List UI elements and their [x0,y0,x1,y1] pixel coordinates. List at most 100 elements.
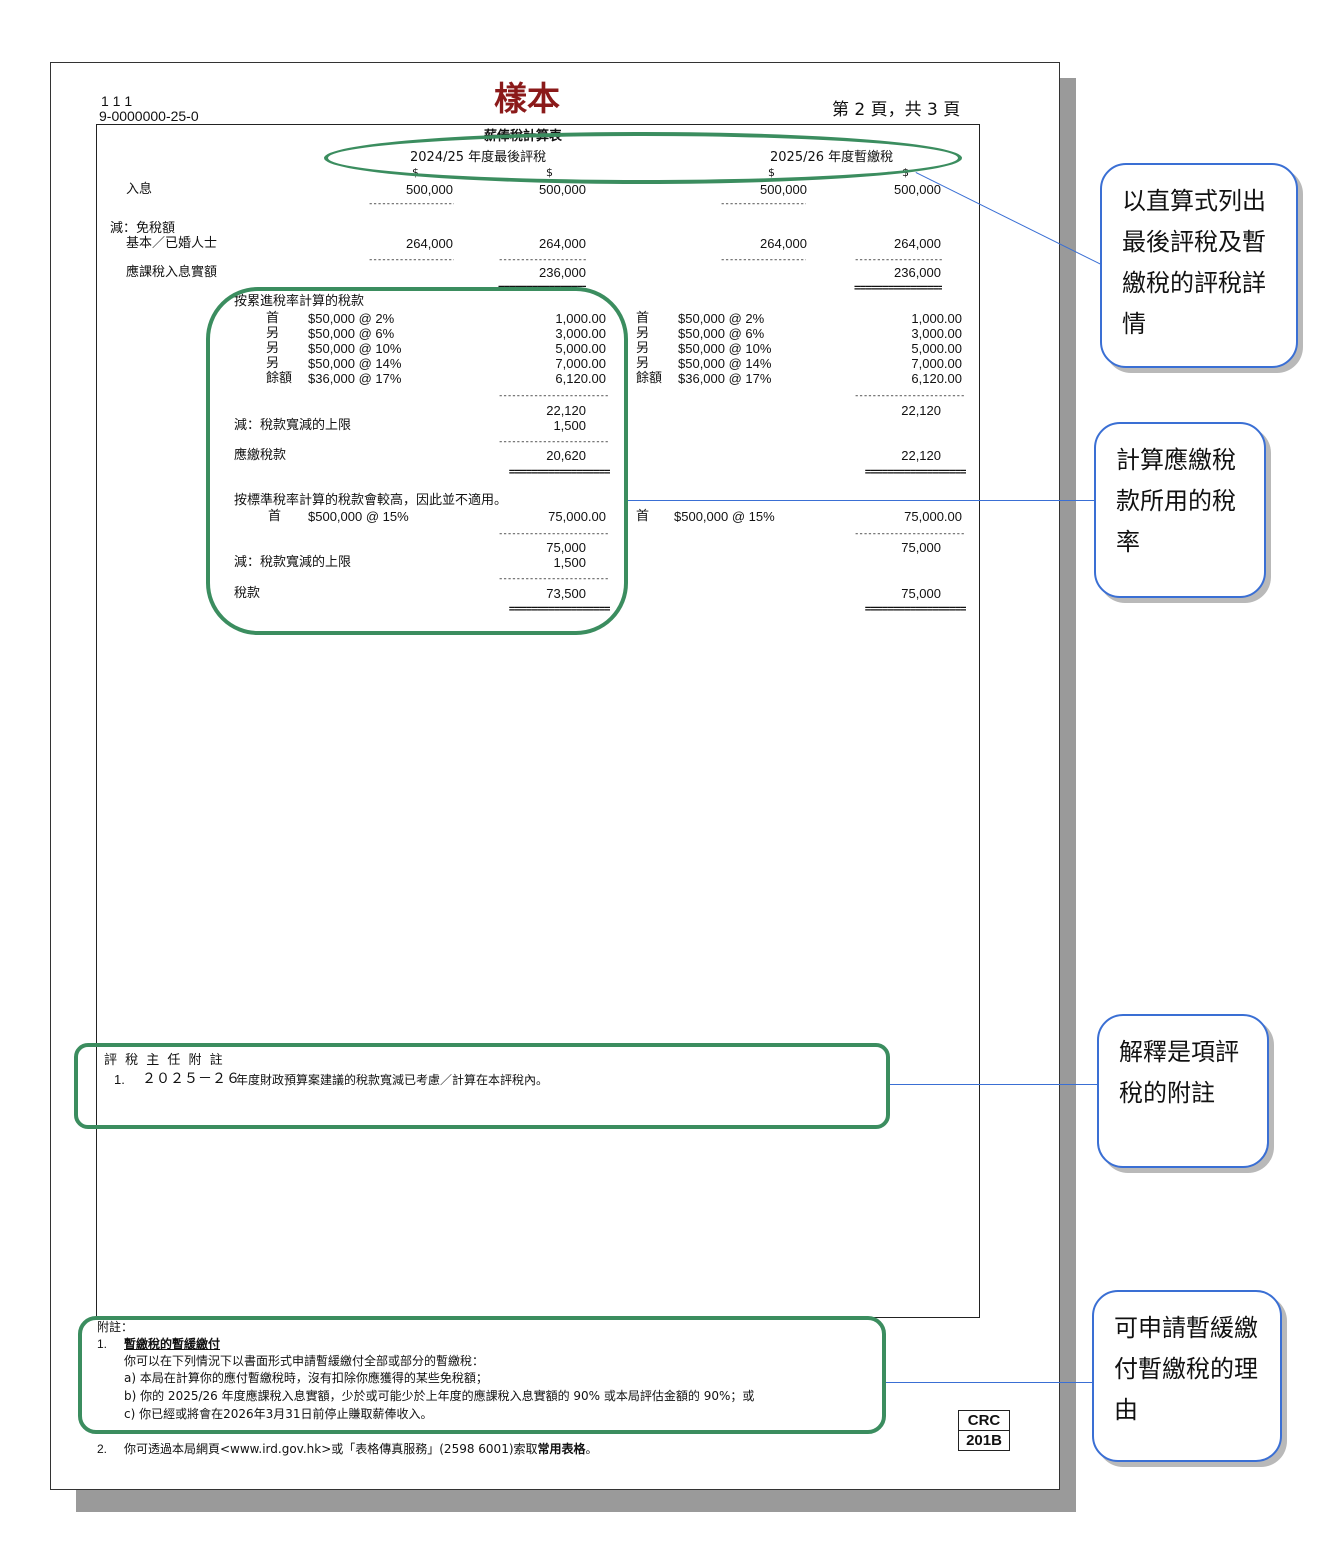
sample-watermark: 樣本 [494,79,560,118]
total-rule: ================ [854,283,942,293]
callout-tax-rates: 計算應繳稅款所用的稅率 [1094,422,1266,598]
tax-payable-label: 應繳稅款 [234,448,287,463]
tax-payable-value: 22,120 [901,448,941,463]
std-rate: $500,000 @ 15% [308,509,409,524]
band-lead: 首 [636,311,650,326]
allowance-value: 264,000 [406,236,453,251]
form-code-stamp: CRC 201B [958,1410,1010,1451]
note-number: 1. [97,1337,108,1351]
note-item-c: c) 你已經或將會在2026年3月31日前停止賺取薪俸收入。 [124,1407,433,1421]
income-label: 入息 [126,182,153,197]
remark-text: 年度財政預算案建議的稅款寬減已考慮／計算在本評稅內。 [236,1073,549,1087]
highlight-holdover-note [78,1316,886,1434]
less-reduction-label: 減：稅款寬減的上限 [234,555,352,570]
band-lead: 餘額 [266,371,293,386]
band-rate: $36,000 @ 17% [308,371,402,386]
std-amount: 75,000.00 [904,509,962,524]
progressive-heading: 按累進稅率計算的稅款 [234,294,365,309]
note-forms-text: 你可透過本局網頁<www.ird.gov.hk>或「表格傳真服務」(2598 6… [124,1442,538,1456]
band-amount: 3,000.00 [911,326,962,341]
std-lead: 首 [268,509,282,524]
reduction-value: 1,500 [553,418,586,433]
std-subtotal: 75,000 [901,540,941,555]
note-forms-end: 。 [585,1442,598,1456]
remark-year: ２０２５－２６ [142,1071,240,1087]
stamp-line-2: 201B [959,1430,1009,1450]
band-rate: $36,000 @ 17% [678,371,772,386]
tax-value: 75,000 [901,586,941,601]
band-rate: $50,000 @ 2% [308,311,395,326]
income-value: 500,000 [406,182,453,197]
remark-number: 1. [114,1072,125,1087]
net-chargeable-value: 236,000 [894,265,941,280]
band-amount: 7,000.00 [911,356,962,371]
band-amount: 7,000.00 [555,356,606,371]
callout-holdover-reasons: 可申請暫緩繳付暫繳稅的理由 [1092,1290,1282,1462]
note-number: 2. [97,1442,108,1456]
band-amount: 5,000.00 [555,341,606,356]
total-rule: ================== [864,604,966,614]
notes-title: 附註： [97,1320,134,1334]
progressive-total: 22,120 [901,403,941,418]
connector-line [886,1382,1094,1384]
band-lead: 首 [266,311,280,326]
total-rule: ================== [508,467,610,477]
subtotal-rule: -------------------------------------- [498,438,610,446]
band-amount: 1,000.00 [911,311,962,326]
tax-payable-value: 20,620 [546,448,586,463]
band-lead: 餘額 [636,371,663,386]
note-item-a: a) 本局在計算你的應付暫繳稅時，沒有扣除你應獲得的某些免稅額； [124,1371,488,1385]
total-rule: ================== [508,604,610,614]
band-lead: 另 [636,356,650,371]
subtotal-rule: -------------------------------------- [498,530,610,538]
form-code: 1 1 1 [101,93,133,109]
note-item-b: b) 你的 2025/26 年度應課稅入息實額，少於或可能少於上年度的應課稅入息… [124,1389,755,1403]
page-number: 第 2 頁，共 3 頁 [832,100,961,120]
subtotal-rule: ------------------------------ [720,200,806,208]
connector-line [628,500,1094,502]
note-forms: 你可透過本局網頁<www.ird.gov.hk>或「表格傳真服務」(2598 6… [124,1442,598,1456]
band-lead: 另 [266,356,280,371]
note-intro: 你可以在下列情況下以書面形式申請暫緩繳付全部或部分的暫繳稅： [124,1354,485,1368]
band-rate: $50,000 @ 6% [678,326,765,341]
highlight-tax-rates [206,287,628,635]
band-lead: 另 [636,326,650,341]
std-rate: $500,000 @ 15% [674,509,775,524]
subtotal-rule: -------------------------------------- [498,575,610,583]
band-amount: 6,120.00 [555,371,606,386]
subtotal-rule: ------------------------------ [720,256,806,264]
standard-rate-note: 按標準稅率計算的稅款會較高，因此並不適用。 [234,493,508,508]
subtotal-rule: ------------------------------ [368,256,454,264]
subtotal-rule: ------------------------------ [368,200,454,208]
less-allowances-label: 減：免稅額 [110,221,176,236]
band-rate: $50,000 @ 6% [308,326,395,341]
band-rate: $50,000 @ 10% [308,341,402,356]
highlight-remarks [74,1043,890,1129]
income-value: 500,000 [894,182,941,197]
remarks-title: 評 稅 主 任 附 註 [104,1053,225,1068]
subtotal-rule: -------------------------------------- [854,392,966,400]
basic-married-label: 基本／已婚人士 [126,236,218,251]
band-lead: 另 [266,326,280,341]
income-value: 500,000 [760,182,807,197]
band-lead: 另 [266,341,280,356]
band-rate: $50,000 @ 14% [308,356,402,371]
file-number: 9-0000000-25-0 [99,108,199,124]
band-rate: $50,000 @ 10% [678,341,772,356]
subtotal-rule: ------------------------------ [854,256,942,264]
band-amount: 5,000.00 [911,341,962,356]
connector-line [890,1084,1100,1086]
subtotal-rule: ------------------------------ [498,256,586,264]
band-amount: 6,120.00 [911,371,962,386]
std-amount: 75,000.00 [548,509,606,524]
document-page [50,62,1060,1490]
callout-assessment-details: 以直算式列出最後評稅及暫繳稅的評稅詳情 [1100,163,1298,368]
callout-remarks: 解釋是項評稅的附註 [1097,1014,1269,1168]
common-forms-link[interactable]: 常用表格 [537,1442,586,1456]
band-rate: $50,000 @ 2% [678,311,765,326]
progressive-total: 22,120 [546,403,586,418]
subtotal-rule: -------------------------------------- [498,392,610,400]
reduction-value: 1,500 [553,555,586,570]
net-chargeable-value: 236,000 [539,265,586,280]
std-lead: 首 [636,509,650,524]
